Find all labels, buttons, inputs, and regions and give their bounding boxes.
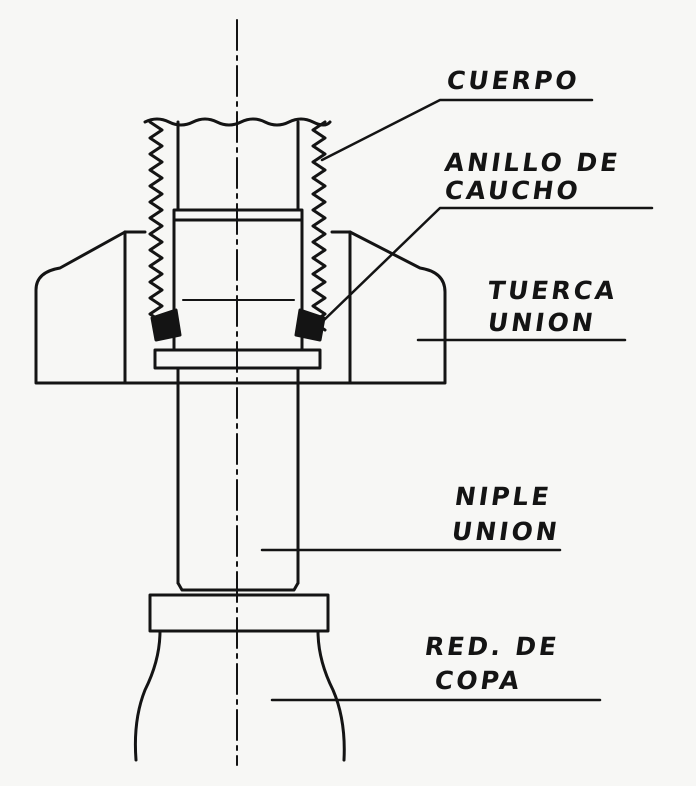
leader-lines [260,98,654,702]
label-anillo-line2: CAUCHO [442,176,583,205]
tuerca-union-nut [34,230,447,385]
leader-anillo [320,206,654,324]
label-red-line2: COPA [432,666,525,695]
label-anillo-line1: ANILLO DE [442,148,623,177]
label-cuerpo: CUERPO [444,66,582,95]
label-tuerca-line1: TUERCA [485,276,620,305]
label-niple-line2: UNION [449,517,562,546]
niple-union-nipple [153,348,322,592]
cuerpo-body [143,117,332,352]
leader-cuerpo [320,98,594,162]
label-tuerca-line2: UNION [485,308,598,337]
label-niple-line1: NIPLE [452,482,554,511]
label-red-line1: RED. DE [422,632,562,661]
red-de-copa-reducer [133,593,346,762]
anillo-de-caucho-ring [150,308,326,342]
